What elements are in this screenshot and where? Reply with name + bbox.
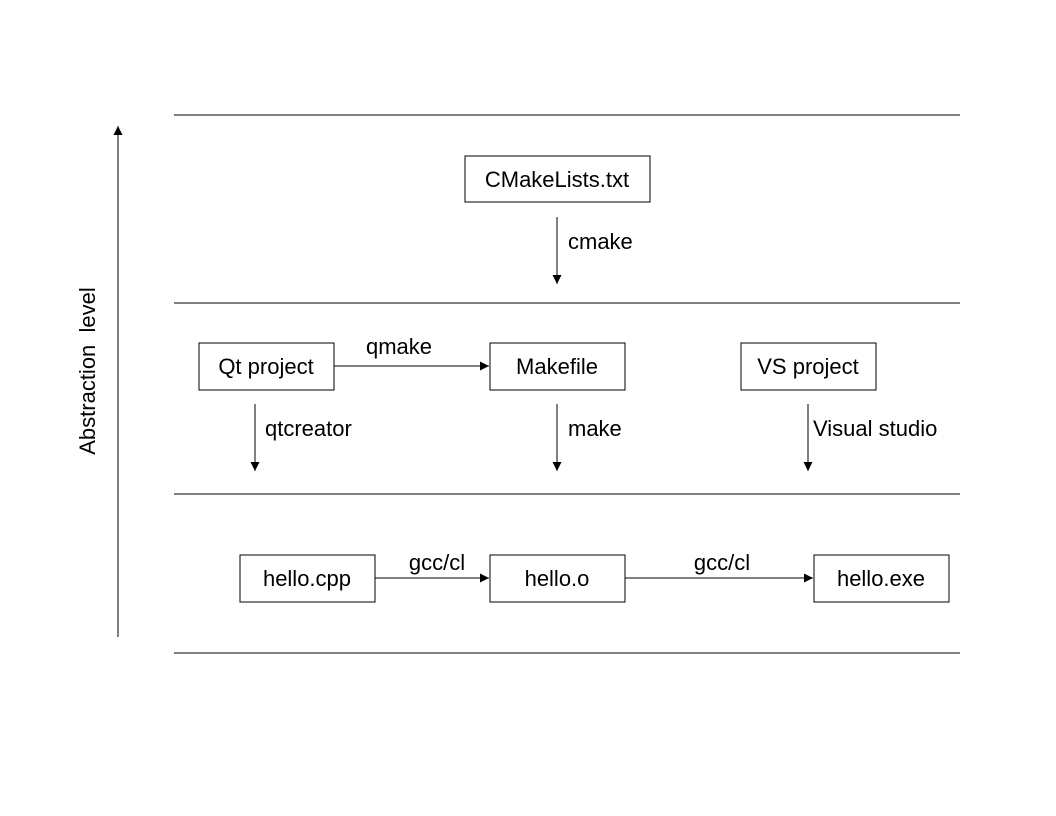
cmakelists-node xyxy=(464,155,651,203)
hello-cpp-node xyxy=(239,554,376,603)
hello-cpp-label: hello.cpp xyxy=(263,566,351,591)
cmakelists-label: CMakeLists.txt xyxy=(485,167,629,192)
makefile-label: Makefile xyxy=(516,354,598,379)
makefile-node xyxy=(489,342,626,391)
hello-exe-node xyxy=(813,554,950,603)
qmake-label: qmake xyxy=(366,334,432,359)
cmake-label: cmake xyxy=(568,229,633,254)
hello-exe-label: hello.exe xyxy=(837,566,925,591)
hello-o-node xyxy=(489,554,626,603)
visual-studio-label: Visual studio xyxy=(813,416,937,441)
gcc-cl-label-2: gcc/cl xyxy=(694,550,750,575)
vs-project-label: VS project xyxy=(757,354,859,379)
qt-project-label: Qt project xyxy=(218,354,313,379)
abstraction-axis-label: Abstraction level xyxy=(75,287,100,455)
gcc-cl-label-1: gcc/cl xyxy=(409,550,465,575)
make-label: make xyxy=(568,416,622,441)
hello-o-label: hello.o xyxy=(525,566,590,591)
vs-project-node xyxy=(740,342,877,391)
qtcreator-label: qtcreator xyxy=(265,416,352,441)
